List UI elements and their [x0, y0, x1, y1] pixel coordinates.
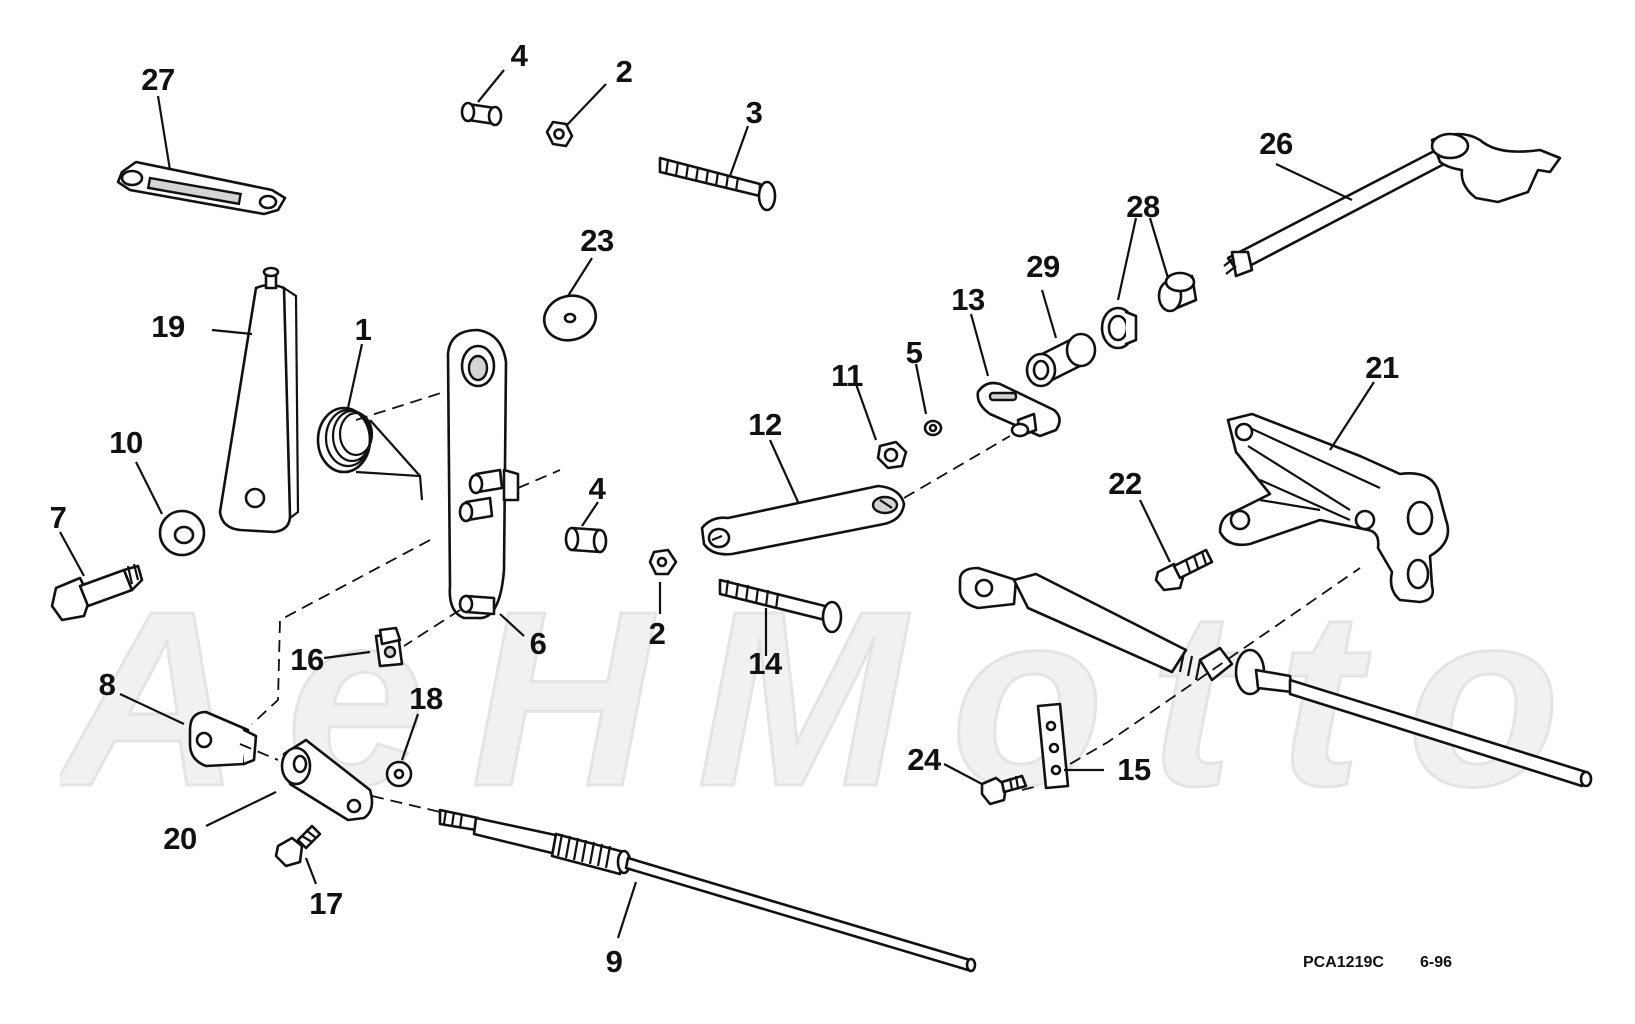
assembly-guidelines — [239, 391, 1361, 813]
part-28-bushing-left[interactable] — [1100, 306, 1138, 350]
part-21-bracket[interactable] — [1218, 412, 1450, 604]
part-26-pivot-shaft[interactable] — [1223, 132, 1562, 278]
callout-7: 7 — [49, 500, 67, 535]
callout-4-top: 4 — [510, 38, 528, 73]
callout-18: 18 — [409, 681, 443, 716]
part-12-link-rod[interactable] — [700, 484, 906, 556]
part-13-link-plate[interactable] — [976, 381, 1061, 438]
part-23-washer[interactable] — [539, 290, 601, 346]
part-11-nut[interactable] — [876, 440, 908, 470]
part-24-screw[interactable] — [980, 774, 1028, 806]
part-6-lever-arm[interactable] — [446, 328, 520, 620]
part-28-bushing-right[interactable] — [1157, 271, 1198, 313]
part-29-sleeve[interactable] — [1025, 332, 1097, 388]
part-9-cable[interactable] — [438, 808, 977, 973]
part-4-bushing-mid[interactable] — [564, 526, 608, 554]
part-18-washer[interactable] — [385, 760, 413, 788]
part-10-washer[interactable] — [158, 509, 206, 557]
part-22-screw[interactable] — [1154, 548, 1214, 592]
callout-9: 9 — [605, 944, 623, 979]
callout-17: 17 — [309, 886, 343, 921]
callout-23: 23 — [580, 223, 614, 258]
callout-6: 6 — [529, 626, 547, 661]
part-1-spring[interactable] — [316, 406, 424, 501]
part-3-screw[interactable] — [658, 156, 777, 212]
callout-28: 28 — [1126, 189, 1160, 224]
part-19-lever[interactable] — [218, 266, 300, 534]
callout-14: 14 — [748, 646, 782, 681]
part-2-nut-top[interactable] — [545, 120, 574, 148]
callout-21: 21 — [1365, 350, 1399, 385]
callout-19: 19 — [151, 309, 185, 344]
callout-2-top: 2 — [615, 54, 633, 89]
callout-13: 13 — [951, 282, 985, 317]
part-27-link[interactable] — [116, 160, 287, 216]
leader-lines — [59, 69, 1375, 939]
callout-10: 10 — [109, 425, 143, 460]
callout-16: 16 — [290, 642, 324, 677]
callout-12: 12 — [748, 407, 782, 442]
part-17-screw[interactable] — [274, 824, 322, 868]
part-20-swivel[interactable] — [280, 738, 374, 822]
callout-15: 15 — [1117, 752, 1151, 787]
part-throttle-cable-right[interactable] — [958, 566, 1593, 788]
callout-8: 8 — [98, 667, 116, 702]
callout-11: 11 — [831, 358, 863, 393]
callout-22: 22 — [1108, 466, 1142, 501]
part-8-cable-end[interactable] — [188, 710, 258, 768]
part-2-nut-mid[interactable] — [648, 548, 678, 576]
part-15-plate[interactable] — [1036, 702, 1070, 790]
callout-2-mid: 2 — [648, 616, 666, 651]
part-14-screw[interactable] — [718, 578, 843, 634]
part-5-washer[interactable] — [923, 419, 943, 437]
callout-1: 1 — [354, 312, 372, 347]
part-7-shoulder-bolt[interactable] — [50, 563, 144, 622]
callout-5: 5 — [905, 335, 923, 370]
callout-3: 3 — [745, 95, 763, 130]
callout-24: 24 — [907, 742, 941, 777]
callout-4-mid: 4 — [588, 471, 606, 506]
figure-date: 6-96 — [1420, 954, 1453, 971]
figure-code: PCA1219C — [1303, 954, 1384, 971]
callout-29: 29 — [1026, 249, 1060, 284]
part-4-bushing-top[interactable] — [460, 101, 503, 127]
part-16-clip-nut[interactable] — [374, 626, 404, 668]
callout-26: 26 — [1259, 126, 1293, 161]
callout-20: 20 — [163, 821, 197, 856]
callout-27: 27 — [141, 62, 175, 97]
